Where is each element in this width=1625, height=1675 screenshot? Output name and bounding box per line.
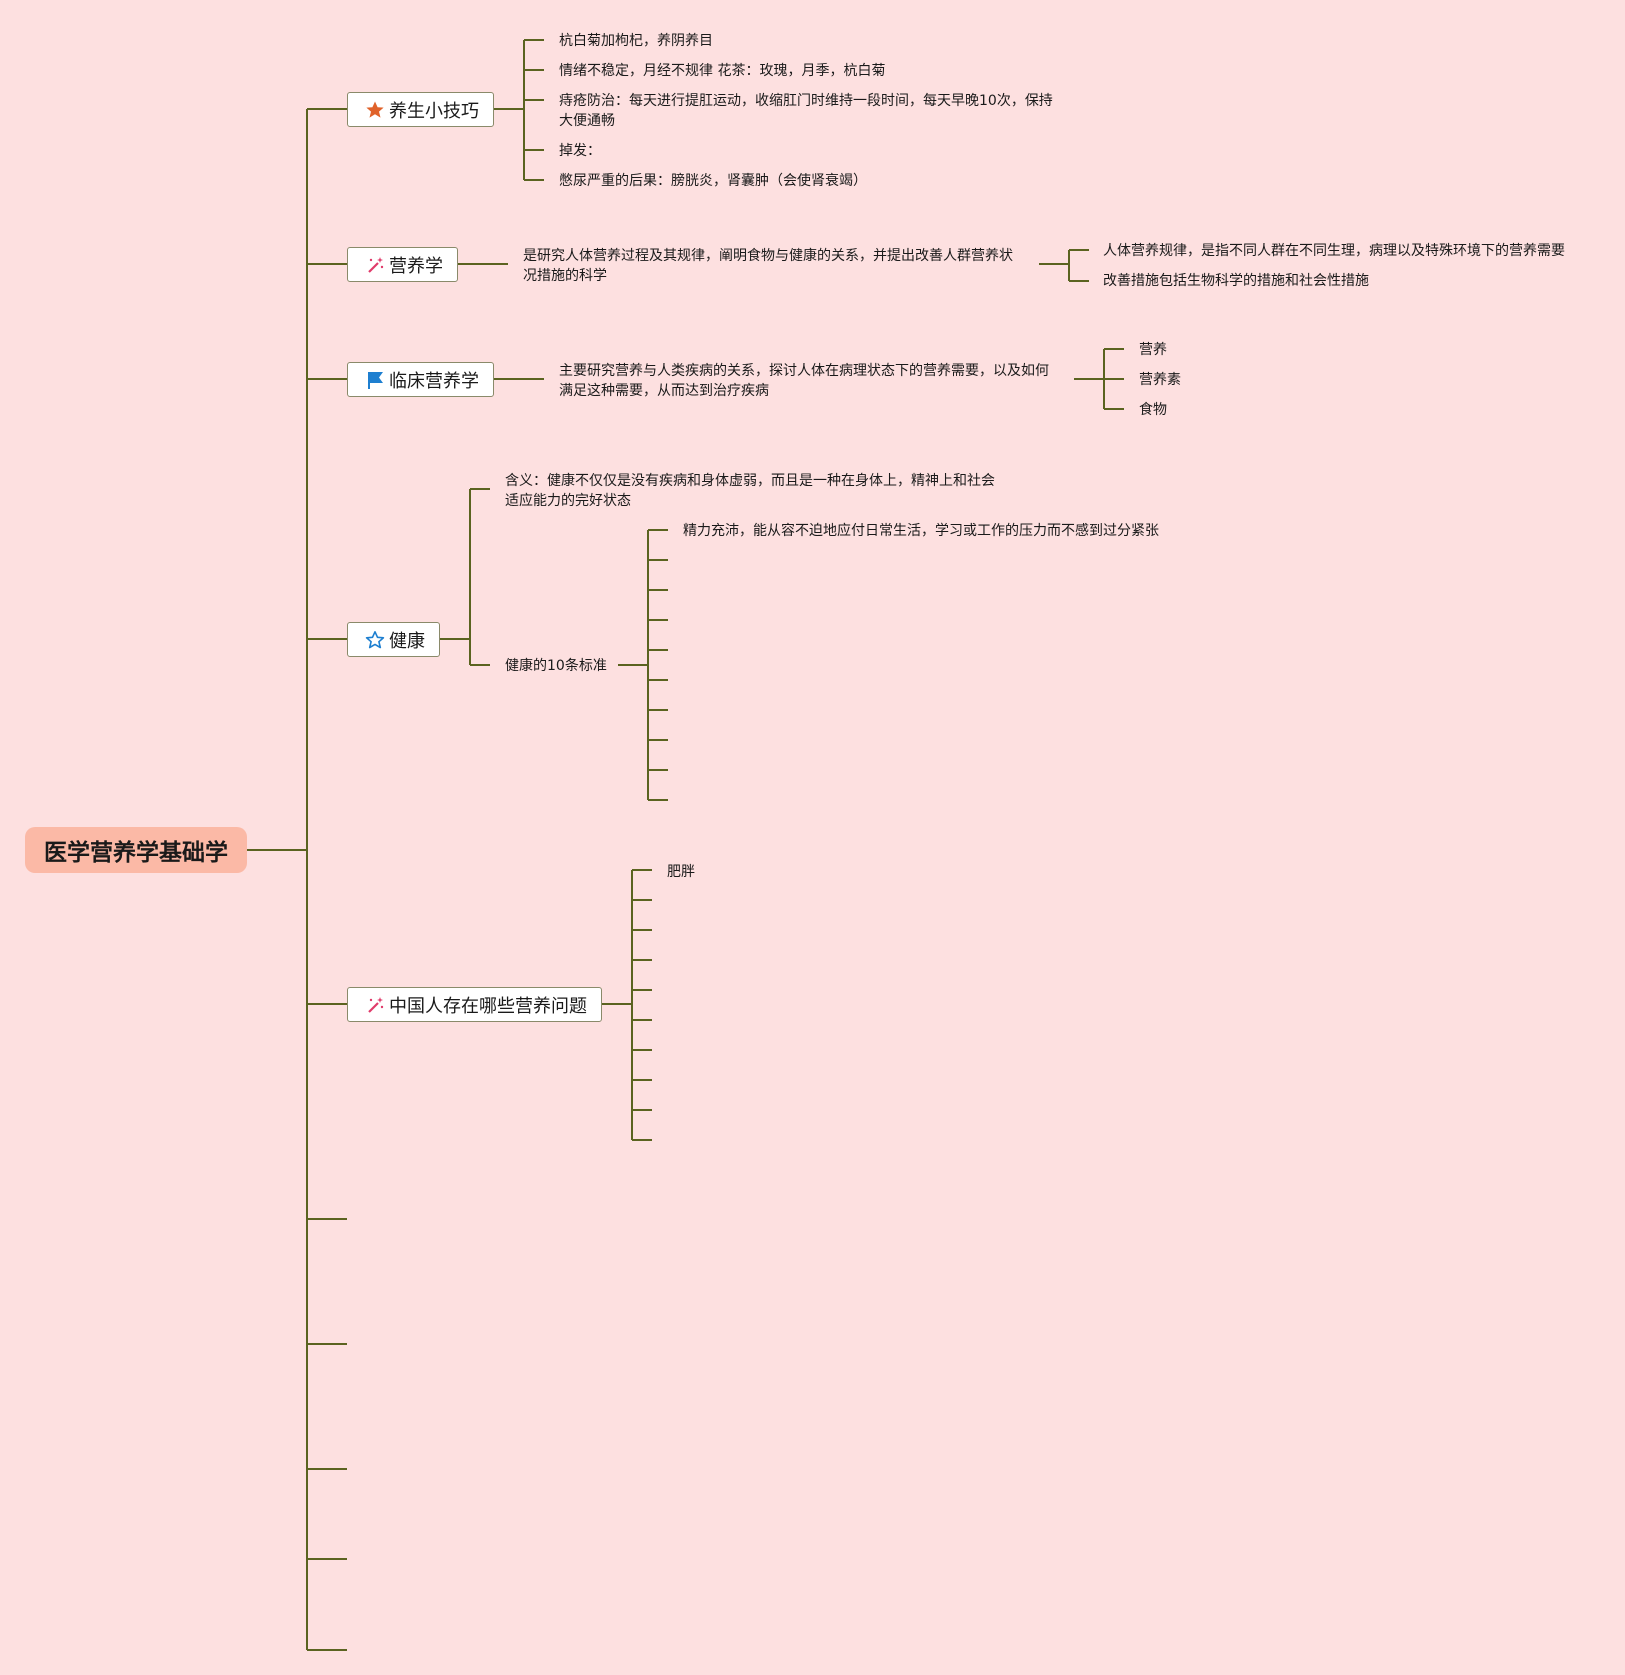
topic-label: 健康 (389, 630, 425, 652)
definition-text[interactable]: 是研究人体营养过程及其规律，阐明食物与健康的关系，并提出改善人群营养状 (523, 248, 1013, 264)
topic-label: 中国人存在哪些营养问题 (389, 995, 587, 1017)
topic-label: 营养学 (389, 255, 443, 277)
meaning-text[interactable]: 含义：健康不仅仅是没有疾病和身体虚弱，而且是一种在身体上，精神上和社会 (505, 473, 995, 489)
definition-text-continued[interactable]: 满足这种需要，从而达到治疗疾病 (559, 383, 769, 399)
leaf-item-continued[interactable]: 大便通畅 (559, 113, 615, 129)
magic-wand-icon (364, 254, 386, 276)
standard-item[interactable]: 精力充沛，能从容不迫地应付日常生活，学习或工作的压力而不感到过分紧张 (683, 523, 1159, 539)
definition-text-continued[interactable]: 况措施的科学 (523, 268, 607, 284)
leaf-item[interactable]: 憋尿严重的后果：膀胱炎，肾囊肿（会使肾衰竭） (559, 173, 867, 189)
leaf-item[interactable]: 食物 (1139, 402, 1167, 418)
root-topic[interactable]: 医学营养学基础学 (25, 827, 247, 873)
problem-item[interactable]: 肥胖 (667, 864, 695, 880)
leaf-item[interactable]: 掉发： (559, 143, 601, 159)
topic-yangsheng[interactable]: 养生小技巧 (347, 92, 494, 127)
leaf-item[interactable]: 杭白菊加枸杞，养阴养目 (559, 33, 713, 49)
leaf-item[interactable]: 人体营养规律，是指不同人群在不同生理，病理以及特殊环境下的营养需要 (1103, 243, 1565, 259)
star-outline-icon (364, 629, 386, 651)
topic-wenti[interactable]: 中国人存在哪些营养问题 (347, 987, 602, 1022)
magic-wand-icon (364, 994, 386, 1016)
topic-linchuang[interactable]: 临床营养学 (347, 362, 494, 397)
topic-label: 养生小技巧 (389, 100, 479, 122)
star-filled-icon (364, 99, 386, 121)
flag-icon (364, 369, 386, 391)
leaf-item[interactable]: 痔疮防治：每天进行提肛运动，收缩肛门时维持一段时间，每天早晚10次，保持 (559, 93, 1053, 109)
topic-label: 临床营养学 (389, 370, 479, 392)
leaf-item[interactable]: 营养 (1139, 342, 1167, 358)
meaning-text-continued[interactable]: 适应能力的完好状态 (505, 493, 631, 509)
topic-jiankang[interactable]: 健康 (347, 622, 440, 657)
leaf-item[interactable]: 营养素 (1139, 372, 1181, 388)
standards-label[interactable]: 健康的10条标准 (505, 658, 607, 674)
definition-text[interactable]: 主要研究营养与人类疾病的关系，探讨人体在病理状态下的营养需要，以及如何 (559, 363, 1049, 379)
topic-yingyang[interactable]: 营养学 (347, 247, 458, 282)
leaf-item[interactable]: 情绪不稳定，月经不规律 花茶：玫瑰，月季，杭白菊 (559, 63, 886, 79)
leaf-item[interactable]: 改善措施包括生物科学的措施和社会性措施 (1103, 273, 1369, 289)
